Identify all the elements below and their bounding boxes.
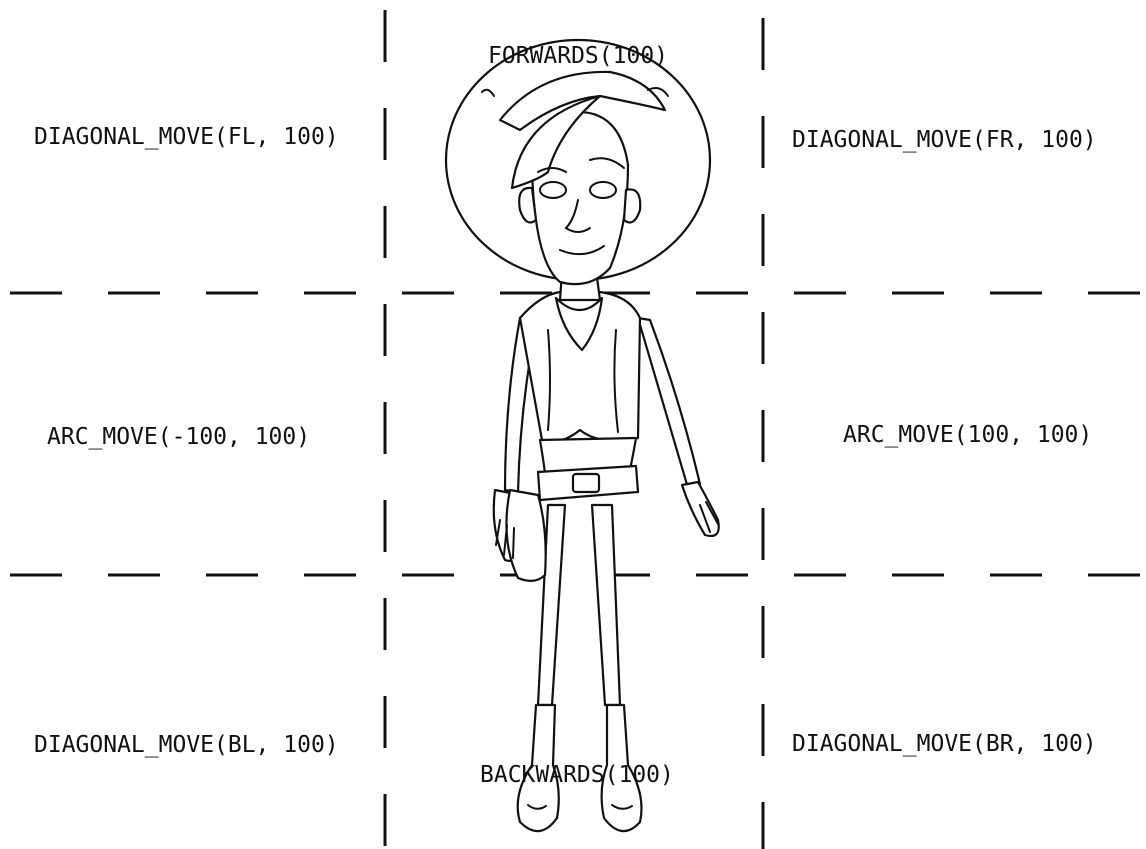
eye-right [589, 181, 617, 199]
right-boot [600, 703, 643, 833]
right-arm [636, 316, 702, 490]
label-arc-right: ARC_MOVE(100, 100) [843, 422, 1093, 448]
label-backwards: BACKWARDS(100) [480, 762, 674, 788]
label-diagonal-br: DIAGONAL_MOVE(BR, 100) [792, 731, 1097, 757]
right-hand [680, 480, 720, 538]
hat-detail-right [647, 87, 669, 97]
belt-buckle [571, 472, 601, 494]
eye-left [539, 181, 567, 199]
label-arc-left: ARC_MOVE(-100, 100) [47, 424, 311, 450]
ear-right [622, 188, 642, 224]
vest-lapel-left [547, 329, 551, 431]
brow-right [589, 157, 625, 169]
boot-detail-right [611, 804, 633, 810]
vest-lapel-right [613, 329, 619, 433]
right-leg [590, 503, 622, 707]
bandana [554, 296, 604, 352]
hat-detail-left [481, 88, 495, 97]
label-diagonal-fr: DIAGONAL_MOVE(FR, 100) [792, 127, 1097, 153]
hair [510, 94, 602, 190]
fingers-right [699, 501, 719, 533]
ear-left [518, 186, 538, 224]
nose [564, 199, 591, 233]
label-diagonal-bl: DIAGONAL_MOVE(BL, 100) [34, 732, 339, 758]
mouth [559, 245, 605, 256]
label-forwards: FORWARDS(100) [488, 43, 669, 69]
left-boot [516, 703, 560, 833]
brow-left [537, 167, 567, 173]
hat-crown [498, 70, 667, 132]
boot-detail-left [527, 804, 547, 810]
fingers-left [495, 519, 515, 559]
label-diagonal-fl: DIAGONAL_MOVE(FL, 100) [34, 124, 339, 150]
holster [505, 488, 547, 582]
